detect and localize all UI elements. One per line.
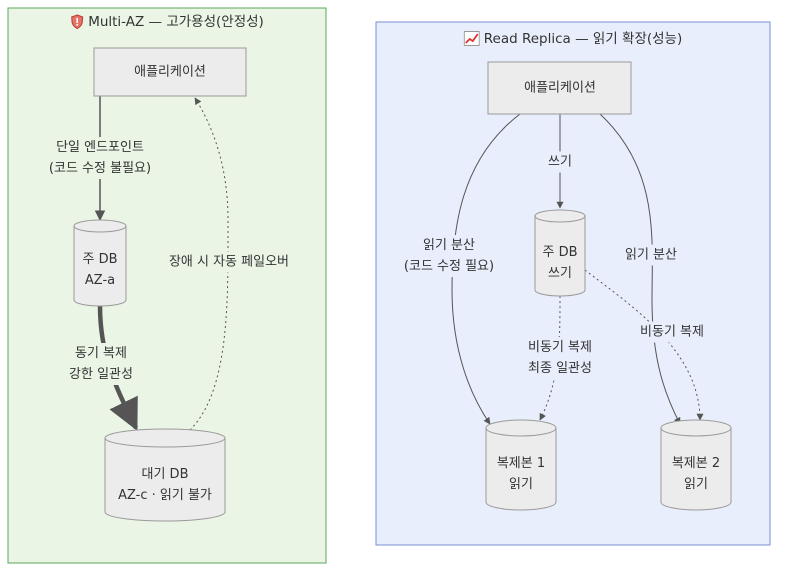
edge-label-endpoint: 단일 엔드포인트 (코드 수정 불필요) <box>46 137 154 179</box>
primary-db-left <box>73 219 127 307</box>
app-label-right: 애플리케이션 <box>524 80 596 96</box>
edge-label-sync: 동기 복제 강한 일관성 <box>69 343 133 385</box>
edge-read-right <box>599 113 681 425</box>
multi-az-title-text: Multi-AZ — 고가용성(안정성) <box>88 14 264 30</box>
edge-label-read-left: 읽기 분산 (코드 수정 필요) <box>403 235 495 277</box>
edge-read-left <box>451 113 521 425</box>
chart-increasing-icon <box>463 31 480 50</box>
replica-2-db <box>660 419 732 511</box>
read-replica-title: Read Replica — 읽기 확장(성능) <box>463 27 683 50</box>
primary-db-left-label: 주 DB AZ-a <box>82 252 118 288</box>
shield-icon <box>70 14 84 33</box>
edge-label-async-2: 비동기 복제 <box>640 321 704 343</box>
edge-label-read-right: 읽기 분산 <box>625 244 677 266</box>
replica-1-label: 복제본 1 읽기 <box>496 456 546 492</box>
replica-2-label: 복제본 2 읽기 <box>671 456 721 492</box>
multi-az-title: Multi-AZ — 고가용성(안정성) <box>70 10 264 33</box>
app-node-left <box>93 47 247 97</box>
replica-1-db <box>485 419 557 511</box>
app-node-right <box>487 61 632 115</box>
edge-label-async-1: 비동기 복제 최종 일관성 <box>528 337 592 379</box>
edge-label-failover: 장애 시 자동 페일오버 <box>168 251 290 273</box>
standby-db <box>104 428 226 522</box>
read-replica-title-text: Read Replica — 읽기 확장(성능) <box>483 31 683 47</box>
primary-db-right-label: 주 DB 쓰기 <box>542 245 578 281</box>
app-label-left: 애플리케이션 <box>134 64 206 80</box>
standby-db-label: 대기 DB AZ-c · 읽기 불가 <box>118 467 212 503</box>
primary-db-right <box>534 209 586 297</box>
edge-label-write: 쓰기 <box>548 151 572 173</box>
